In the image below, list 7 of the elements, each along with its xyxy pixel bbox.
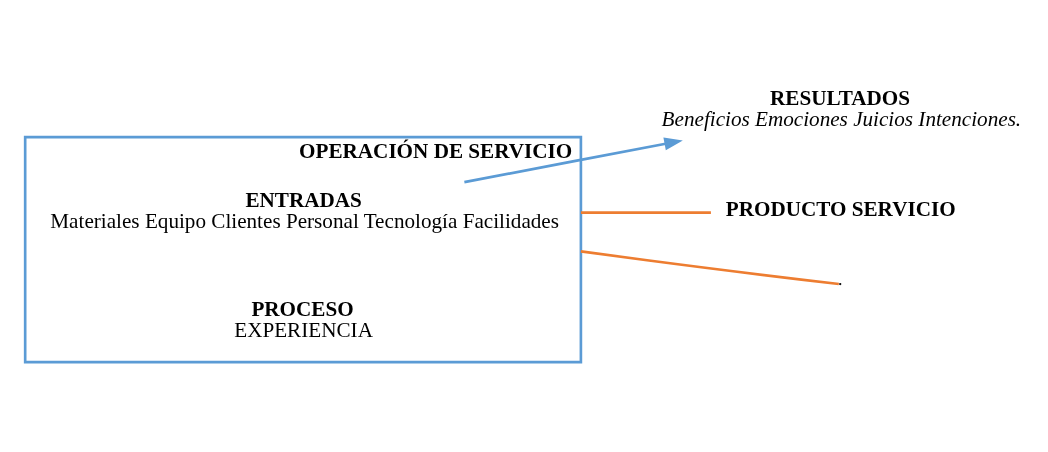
node-text: RESULTADOS Beneficios Emociones Juicios Intenciones. bbox=[661, 85, 1022, 131]
arrow bbox=[464, 137, 683, 183]
node-text: PROCESO EXPERIENCIA bbox=[234, 296, 373, 342]
connector bbox=[580, 210, 711, 214]
connector bbox=[580, 249, 839, 285]
node-text: PRODUCTO SERVICIO bbox=[725, 196, 956, 221]
node-text: ENTRADAS Materiales Equipo Clientes Personal Tecnología Facilidades bbox=[50, 187, 560, 233]
